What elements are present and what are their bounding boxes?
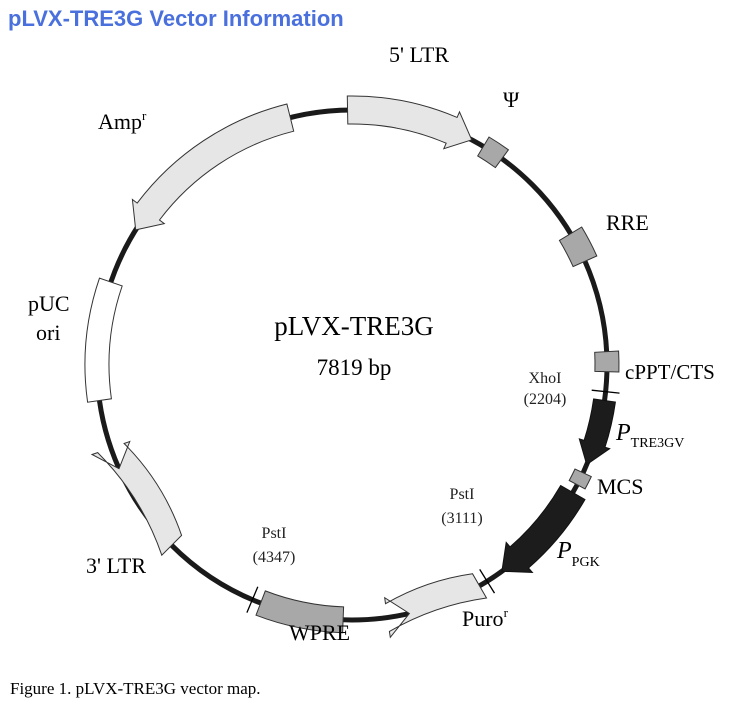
amp-label-main: Amp	[98, 109, 142, 134]
psti-name-1: PstI	[450, 486, 475, 503]
puro-label-sup: r	[504, 605, 509, 620]
psi-label: Ψ	[503, 87, 520, 112]
puro-label-main: Puro	[462, 606, 504, 631]
ppgk-label-sub: PGK	[572, 555, 600, 570]
plasmid-size: 7819 bp	[317, 355, 392, 380]
rre-label: RRE	[606, 210, 649, 235]
puc-ori-box	[84, 277, 123, 403]
psti-site-tick-1	[479, 569, 496, 594]
psti-position-2: (4347)	[253, 549, 296, 566]
ppgk-label-main: P	[556, 538, 572, 564]
puro-arrow	[384, 573, 488, 639]
mcs-label: MCS	[597, 474, 643, 499]
puc-label-line2: ori	[36, 320, 60, 345]
ptre-label: PTRE3GV	[615, 420, 684, 451]
puro-label: Puror	[462, 605, 509, 631]
xhoi-site-tick	[591, 389, 620, 394]
rre-box	[558, 226, 598, 268]
mcs-box	[568, 468, 592, 490]
ampr-arrow	[131, 103, 295, 231]
ppgk-label: PPGK	[556, 538, 600, 570]
ltr5-arrow	[346, 95, 473, 150]
wpre-label: WPRE	[289, 620, 350, 645]
xhoi-position: (2204)	[524, 391, 567, 408]
amp-label-sup: r	[142, 108, 147, 123]
amp-label: Ampr	[98, 108, 147, 134]
ltr3-label: 3' LTR	[86, 553, 146, 578]
psti-name-2: PstI	[262, 525, 287, 542]
plasmid-name: pLVX-TRE3G	[274, 311, 434, 341]
figure-caption: Figure 1. pLVX-TRE3G vector map.	[10, 679, 261, 698]
cppt-label: cPPT/CTS	[625, 360, 715, 384]
ptre3gv-arrow	[578, 398, 616, 466]
ppgk-arrow	[501, 484, 586, 574]
ltr5-label: 5' LTR	[389, 42, 449, 67]
ptre-label-sub: TRE3GV	[631, 436, 685, 451]
puc-label-line1: pUC	[28, 291, 70, 316]
psti-position-1: (3111)	[441, 510, 482, 527]
wpre-box	[255, 590, 345, 634]
ltr3-arrow	[90, 440, 183, 557]
xhoi-name: XhoI	[529, 370, 562, 387]
psti-site-tick-2	[246, 586, 259, 613]
psi-box	[477, 136, 510, 169]
ptre-label-main: P	[615, 420, 631, 446]
cppt-box	[594, 350, 620, 373]
page-title: pLVX-TRE3G Vector Information	[8, 6, 344, 31]
